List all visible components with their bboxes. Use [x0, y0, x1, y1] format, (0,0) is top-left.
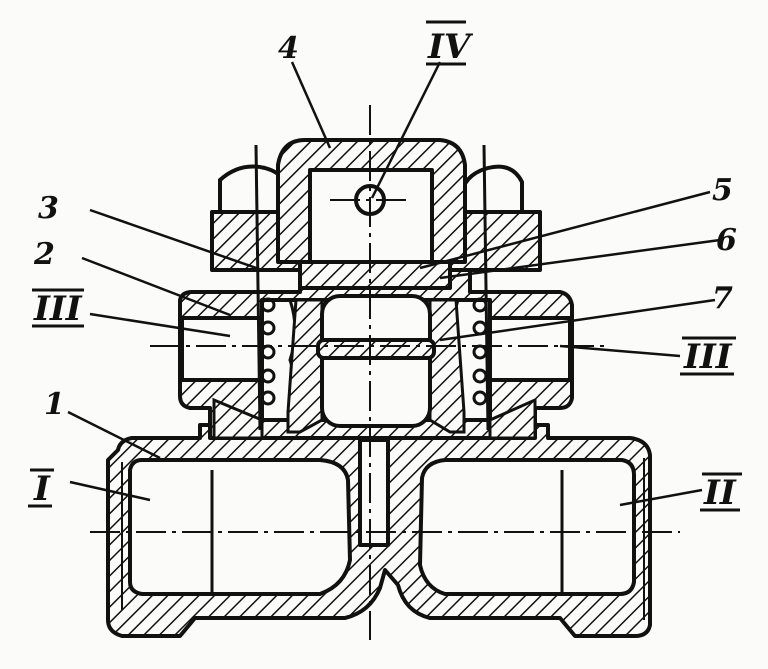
label-port-iii-left: III — [33, 289, 83, 329]
valve-body — [106, 423, 652, 638]
inner-sleeves — [212, 298, 537, 440]
bolt-left — [218, 144, 294, 431]
label-part-6: 6 — [716, 223, 737, 258]
label-part-7: 7 — [712, 281, 733, 316]
label-part-4: 4 — [278, 31, 299, 66]
label-port-iii-right: III — [683, 337, 733, 377]
label-part-1: 1 — [44, 387, 65, 422]
center-lines — [90, 105, 680, 640]
label-part-2: 2 — [33, 237, 55, 272]
label-port-ii: II — [703, 473, 737, 513]
label-part-5: 5 — [712, 173, 733, 208]
bolt-right — [458, 144, 524, 431]
label-port-i: I — [33, 469, 51, 509]
label-port-iv: IV — [427, 27, 474, 67]
piston — [316, 294, 436, 428]
label-part-3: 3 — [38, 191, 59, 226]
leader-lines — [67, 61, 721, 507]
cap — [276, 138, 467, 264]
